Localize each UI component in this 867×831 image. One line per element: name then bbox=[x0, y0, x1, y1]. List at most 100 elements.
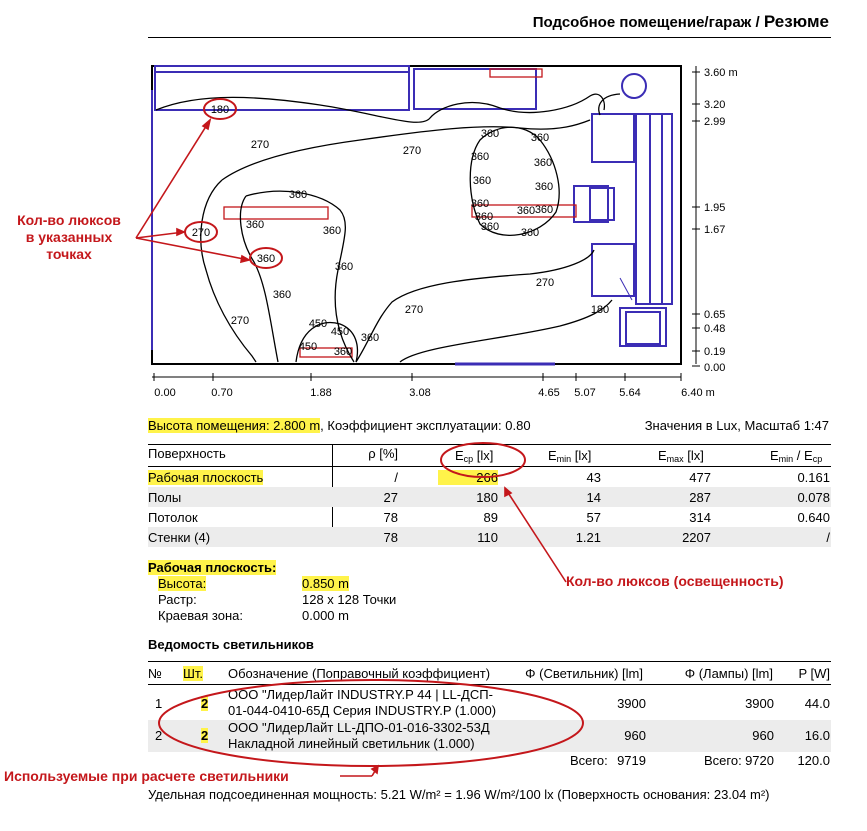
contour-label: 360 bbox=[517, 205, 535, 217]
floor-plan: 180 270 360 270 360 360 360 360 360 270 … bbox=[135, 65, 738, 399]
maintenance-factor: , Коэффициент эксплуатации: 0.80 bbox=[320, 418, 531, 433]
fixture-row: 2 2 ООО "ЛидерЛайт LL-ДПО-01-016-3302-53… bbox=[148, 720, 831, 752]
col-surface: Поверхность bbox=[148, 446, 226, 461]
contour-label: 270 bbox=[403, 145, 421, 157]
table-rule bbox=[148, 466, 831, 467]
axis-label: 1.88 bbox=[310, 387, 331, 399]
fixture-flux-lamp: 960 bbox=[752, 728, 774, 743]
surface-ratio: / bbox=[826, 530, 830, 545]
workplane-label: Краевая зона: bbox=[158, 608, 243, 623]
header-sep: / bbox=[755, 14, 760, 31]
header-title-bold: Резюме bbox=[763, 12, 829, 31]
fixture-desc: ООО "ЛидерЛайт INDUSTRY.P 44 | LL-ДСП- bbox=[228, 687, 493, 702]
fixture-no: 1 bbox=[155, 696, 163, 711]
axis-label: 0.70 bbox=[211, 387, 232, 399]
luminaires bbox=[223, 68, 577, 358]
col-no: № bbox=[148, 666, 162, 681]
lux-points-annotation: Кол-во люксов в указанных точках bbox=[0, 212, 138, 263]
fixture-power: 44.0 bbox=[804, 696, 830, 711]
annotation-line: Кол-во люксов bbox=[17, 212, 121, 228]
scale-info: Значения в Lux, Масштаб 1:47 bbox=[644, 418, 829, 433]
surface-eavg: 180 bbox=[476, 490, 498, 505]
contour-label: 360 bbox=[273, 289, 291, 301]
contour-label: 360 bbox=[481, 128, 499, 140]
axis-label: 3.60 m bbox=[704, 67, 738, 79]
surface-name: Рабочая плоскость bbox=[148, 470, 264, 485]
fixture-qty: 2 bbox=[201, 696, 209, 711]
axis-label: 0.00 bbox=[704, 362, 725, 374]
room-height: Высота помещения: 2.800 m bbox=[148, 418, 321, 433]
contour-label: 360 bbox=[334, 346, 352, 358]
contour-labels: 180 270 360 270 360 360 360 360 360 270 … bbox=[192, 104, 609, 358]
axis-label: 1.67 bbox=[704, 224, 725, 236]
fixtures-ellipse bbox=[158, 679, 584, 767]
fixture-desc: 01-044-0410-65Д Серия INDUSTRY.P (1.000) bbox=[228, 703, 497, 718]
surface-emax: 314 bbox=[689, 510, 711, 525]
surface-ratio: 0.640 bbox=[797, 510, 830, 525]
contour-label: 360 bbox=[257, 253, 275, 265]
contour-label: 360 bbox=[521, 227, 539, 239]
surface-ratio: 0.161 bbox=[797, 470, 830, 485]
axis-label: 2.99 bbox=[704, 116, 725, 128]
contour-label: 360 bbox=[535, 181, 553, 193]
callout-arrows bbox=[135, 117, 252, 264]
surface-rho: 78 bbox=[383, 530, 398, 545]
contour-label: 360 bbox=[481, 221, 499, 233]
fixtures-annotation: Используемые при расчете светильники bbox=[4, 768, 289, 784]
total-power: 120.0 bbox=[797, 753, 830, 768]
axis-label: 4.65 bbox=[538, 387, 559, 399]
fixture-flux-lamp: 3900 bbox=[745, 696, 774, 711]
surface-row: Стенки (4) 78 110 1.21 2207 / bbox=[148, 527, 831, 547]
contour-label: 360 bbox=[471, 151, 489, 163]
fixture-no: 2 bbox=[155, 728, 163, 743]
contour-label: 450 bbox=[299, 341, 317, 353]
surface-emin: 43 bbox=[586, 470, 601, 485]
fixture-qty: 2 bbox=[201, 728, 209, 743]
axis-label: 5.07 bbox=[574, 387, 595, 399]
eavg-ellipse bbox=[440, 442, 526, 478]
contour-label: 450 bbox=[309, 318, 327, 330]
contour-label: 360 bbox=[531, 132, 549, 144]
contour-label: 360 bbox=[473, 175, 491, 187]
total-flux-lum: 9719 bbox=[617, 753, 646, 768]
surface-ratio: 0.078 bbox=[797, 490, 830, 505]
lower-annotations bbox=[158, 442, 584, 777]
callout-ellipses bbox=[184, 98, 283, 269]
fixture-flux-lum: 960 bbox=[624, 728, 646, 743]
bottom-axis bbox=[152, 373, 682, 381]
total-label: Всего: bbox=[570, 753, 608, 768]
workplane-label: Растр: bbox=[158, 592, 197, 607]
surface-emax: 287 bbox=[689, 490, 711, 505]
surface-emin: 57 bbox=[586, 510, 601, 525]
contour-label: 360 bbox=[289, 189, 307, 201]
contour-label: 360 bbox=[534, 157, 552, 169]
table-rule bbox=[148, 661, 831, 662]
fixtures-totals: Всего: 9719 Всего: 9720 120.0 bbox=[148, 752, 831, 770]
contour-label: 270 bbox=[536, 277, 554, 289]
total-flux-lamp: 9720 bbox=[745, 753, 774, 768]
col-emin: Emin [lx] bbox=[548, 448, 592, 464]
surface-name: Потолок bbox=[148, 510, 198, 525]
surface-emax: 477 bbox=[689, 470, 711, 485]
axis-label: 0.48 bbox=[704, 323, 725, 335]
col-rho: ρ [%] bbox=[368, 446, 398, 461]
bottom-axis-labels: 0.00 0.70 1.88 3.08 4.65 5.07 5.64 6.40 … bbox=[154, 387, 715, 399]
fixture-power: 16.0 bbox=[804, 728, 830, 743]
surface-emax: 2207 bbox=[682, 530, 711, 545]
fixture-desc: Накладной линейный светильник (1.000) bbox=[228, 736, 475, 751]
col-flux-lamp: Φ (Лампы) [lm] bbox=[684, 666, 773, 681]
annotation-arrow bbox=[504, 487, 567, 583]
axis-label: 3.20 bbox=[704, 99, 725, 111]
col-desc: Обозначение (Поправочный коэффициент) bbox=[228, 666, 491, 681]
fixture-desc: ООО "ЛидерЛайт LL-ДПО-01-016-3302-53Д bbox=[228, 720, 490, 735]
room-objects bbox=[151, 65, 673, 366]
surface-rho: / bbox=[394, 470, 398, 485]
contour-label: 360 bbox=[246, 219, 264, 231]
right-axis-labels: 3.60 m 3.20 2.99 1.95 1.67 0.65 0.48 0.1… bbox=[704, 67, 738, 374]
col-eavg: Eср [lx] bbox=[455, 448, 494, 464]
contour-label: 360 bbox=[335, 261, 353, 273]
col-qty: Шт. bbox=[183, 666, 204, 681]
col-emax: Emax [lx] bbox=[658, 448, 704, 464]
axis-label: 1.95 bbox=[704, 202, 725, 214]
axis-label: 0.00 bbox=[154, 387, 175, 399]
